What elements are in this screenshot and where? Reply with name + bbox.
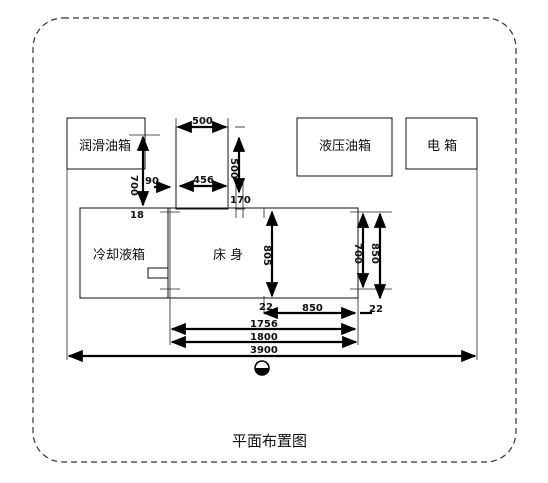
lubrication-tank-label: 润滑油箱 [79, 138, 131, 154]
dim-500-width: 500 [192, 116, 213, 127]
drawing-title: 平面布置图 [232, 432, 307, 450]
dim-456: 456 [193, 175, 214, 186]
hydraulic-tank-label: 液压油箱 [319, 138, 371, 154]
dashed-boundary [32, 17, 517, 463]
extension-lines [66, 118, 478, 360]
coolant-tank-outlet [147, 267, 169, 279]
electric-box-label: 电 箱 [427, 138, 457, 154]
dim-18: 18 [130, 210, 144, 221]
coolant-tank-label: 冷却液箱 [93, 247, 145, 263]
dim-3900: 3900 [250, 345, 278, 356]
dim-22-right: 22 [369, 304, 383, 315]
dim-700-left: 700 [128, 175, 139, 196]
dim-90: 90 [145, 176, 159, 187]
electric-box-box [405, 117, 478, 170]
dim-1756: 1756 [250, 319, 278, 330]
dim-22-left: 22 [259, 302, 273, 313]
top-unit-box [175, 126, 229, 210]
dim-850-right: 850 [369, 243, 380, 264]
operator-position-icon [254, 360, 270, 376]
machine-bed-label: 床 身 [213, 247, 243, 263]
dim-500-depth: 500 [228, 158, 239, 179]
dimension-lines [67, 120, 477, 363]
dim-700-right: 700 [352, 243, 363, 264]
dim-805: 805 [261, 245, 272, 266]
hydraulic-tank-box [296, 117, 393, 177]
dim-1800: 1800 [250, 332, 278, 343]
dim-170: 170 [230, 195, 251, 206]
dim-850-bottom: 850 [302, 303, 323, 314]
